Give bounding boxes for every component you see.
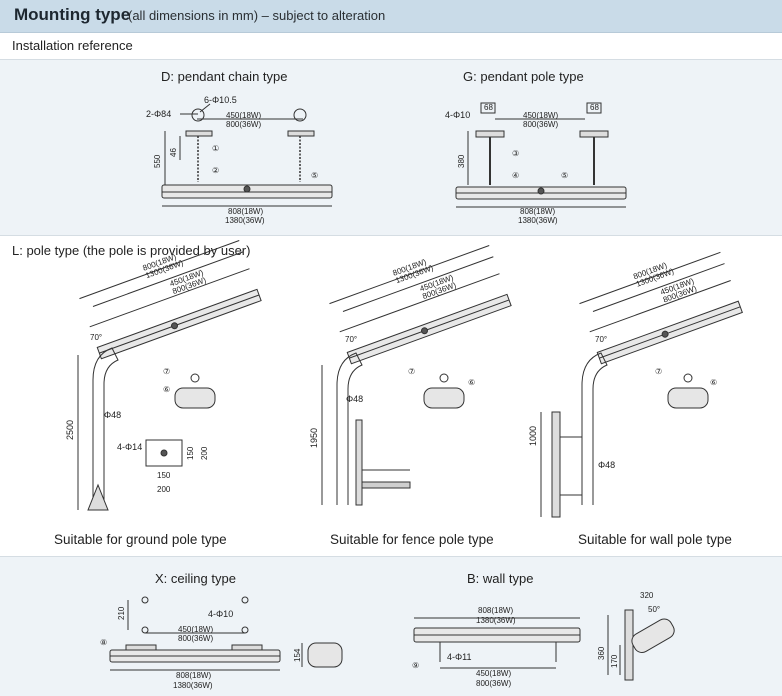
divider-2 <box>0 235 782 236</box>
dim-dia: Φ48 <box>104 410 121 420</box>
band-top <box>0 60 782 235</box>
dim-h154: 154 <box>293 648 302 662</box>
dim-holes-label: 6-Φ10.5 <box>204 95 237 105</box>
marker-5: ⑤ <box>561 171 568 180</box>
diagram-ground-pole: 800(18W) 1300(36W) 450(18W) 800(36W) 70°… <box>65 240 262 511</box>
wall-caption: Suitable for wall pole type <box>578 532 732 547</box>
dim-w68a: 68 <box>484 103 493 112</box>
marker-7: ⑦ <box>408 367 415 376</box>
dim-span36: 800(36W) <box>523 120 558 129</box>
dim-span18: 450(18W) <box>476 669 511 678</box>
dim-200a: 200 <box>200 446 209 460</box>
dim-h380: 380 <box>457 154 466 168</box>
marker-6: ⑥ <box>468 378 475 387</box>
dim-h46: 46 <box>169 148 178 157</box>
diagram-pendant-chain: 6-Φ10.5 2-Φ84 450(18W) 800(36W) ① ② ⑤ 55… <box>146 95 333 225</box>
dim-span18: 450(18W) <box>178 625 213 634</box>
divider-1 <box>0 59 782 60</box>
marker-3: ③ <box>512 149 519 158</box>
dim-len18: 808(18W) <box>176 671 211 680</box>
panel-b-title: B: wall type <box>467 571 534 586</box>
section-header: Mounting type (all dimensions in mm) – s… <box>0 0 782 33</box>
diagram-wall-pole: 800(18W) 1300(36W) 450(18W) 800(36W) 70°… <box>528 251 743 518</box>
diagram-pendant-pole: 4-Φ10 68 68 450(18W) 800(36W) ③ ④ ⑤ 380 … <box>445 102 627 225</box>
marker-4: ④ <box>512 171 519 180</box>
dim-height: 1000 <box>528 426 538 446</box>
dim-len36: 1380(36W) <box>518 216 558 225</box>
dim-height: 2500 <box>65 420 75 440</box>
section-title: Mounting type <box>14 5 131 24</box>
diagram-ceiling: 210 4-Φ10 450(18W) 800(36W) ⑧ 808(18W) 1… <box>100 596 343 690</box>
divider-3 <box>0 556 782 557</box>
dim-150a: 150 <box>186 446 195 460</box>
dim-span18: 450(18W) <box>523 111 558 120</box>
fence-caption: Suitable for fence pole type <box>330 532 494 547</box>
dim-len36: 1380(36W) <box>476 616 516 625</box>
marker-9: ⑨ <box>412 661 419 670</box>
dim-height: 1950 <box>309 428 319 448</box>
section-subtitle: (all dimensions in mm) – subject to alte… <box>128 8 386 23</box>
marker-6: ⑥ <box>710 378 717 387</box>
dim-holes: 4-Φ11 <box>447 652 472 662</box>
marker-7: ⑦ <box>163 367 170 376</box>
dim-h170: 170 <box>610 654 619 668</box>
pole-section-title: L: pole type (the pole is provided by us… <box>12 243 251 258</box>
dim-dia-label: 2-Φ84 <box>146 109 171 119</box>
panel-d-title: D: pendant chain type <box>161 69 288 84</box>
dim-angle: 50° <box>648 605 660 614</box>
dim-len18: 808(18W) <box>520 207 555 216</box>
marker-5: ⑤ <box>311 171 318 180</box>
dim-dia: Φ48 <box>346 394 363 404</box>
ground-caption: Suitable for ground pole type <box>54 532 227 547</box>
panel-x-title: X: ceiling type <box>155 571 236 586</box>
dim-h360: 360 <box>597 646 606 660</box>
angle-label: 70° <box>90 333 102 342</box>
marker-7: ⑦ <box>655 367 662 376</box>
marker-6: ⑥ <box>163 385 170 394</box>
dim-len18: 808(18W) <box>478 606 513 615</box>
dim-span36: 800(36W) <box>178 634 213 643</box>
dim-dia: Φ48 <box>598 460 615 470</box>
marker-1: ① <box>212 144 219 153</box>
dim-holes-label: 4-Φ10 <box>445 110 470 120</box>
dim-len36: 1380(36W) <box>173 681 213 690</box>
dim-h550: 550 <box>153 154 162 168</box>
dim-holes: 4-Φ10 <box>208 609 233 619</box>
angle-label: 70° <box>345 335 357 344</box>
dim-span18: 450(18W) <box>226 111 261 120</box>
dim-len18: 808(18W) <box>228 207 263 216</box>
dim-span36: 800(36W) <box>226 120 261 129</box>
dim-h210: 210 <box>117 606 126 620</box>
dim-150b: 150 <box>157 471 171 480</box>
panel-g-title: G: pendant pole type <box>463 69 584 84</box>
dim-holes: 4-Φ14 <box>117 442 142 452</box>
dim-200b: 200 <box>157 485 171 494</box>
dim-len36: 1380(36W) <box>225 216 265 225</box>
diagram-fence-pole: 800(18W) 1300(36W) 450(18W) 800(36W) 70°… <box>309 245 512 506</box>
dim-w320: 320 <box>640 591 654 600</box>
dim-span36: 800(36W) <box>476 679 511 688</box>
install-ref-label: Installation reference <box>12 38 133 53</box>
marker-8: ⑧ <box>100 638 107 647</box>
dim-w68b: 68 <box>590 103 599 112</box>
diagram-wall: 808(18W) 1380(36W) ⑨ 4-Φ11 450(18W) 800(… <box>412 591 675 688</box>
marker-2: ② <box>212 166 219 175</box>
angle-label: 70° <box>595 335 607 344</box>
